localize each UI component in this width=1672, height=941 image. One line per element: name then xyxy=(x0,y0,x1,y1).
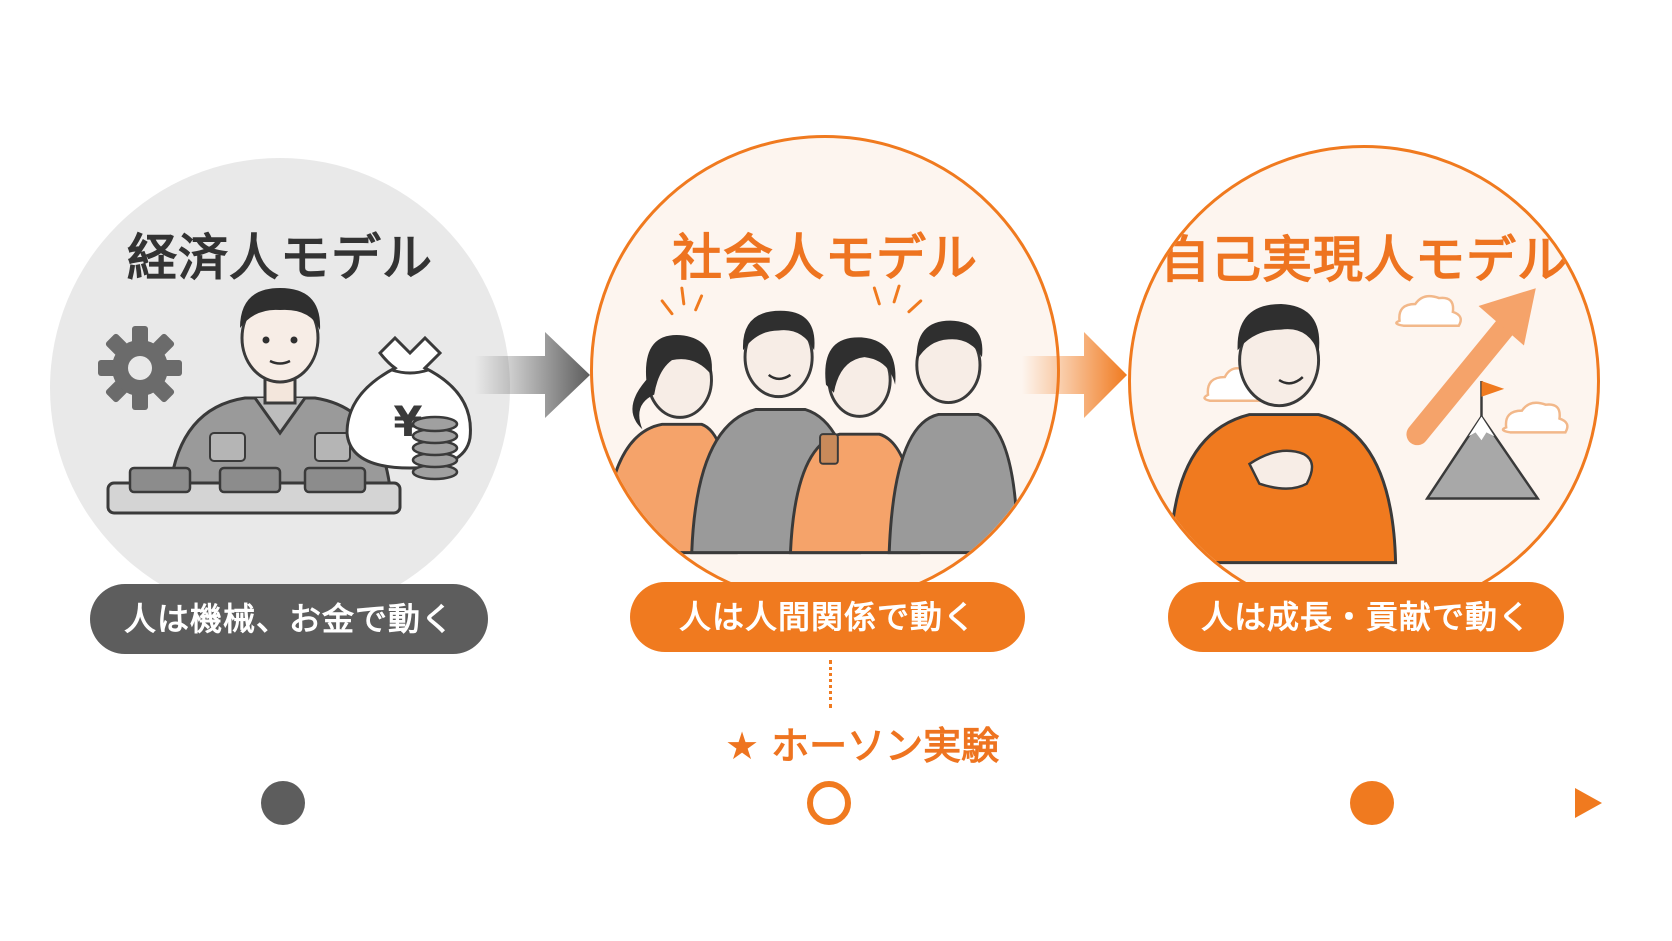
self-actualizing-illustration xyxy=(1169,288,1569,565)
model-title: 自己実現人モデル xyxy=(1160,231,1568,289)
self-actualizing-man-circle: 自己実現人モデル xyxy=(1128,145,1600,617)
mountain-flag-icon xyxy=(1424,381,1541,500)
economic-man-circle: ¥ 経済人モデル xyxy=(50,158,510,618)
social-man-circle: 社会人モデル xyxy=(590,135,1060,605)
coin-stack-icon xyxy=(411,415,459,481)
experiment-label: ★ホーソン実験 xyxy=(725,715,999,770)
experiment-name: ホーソン実験 xyxy=(771,724,1000,768)
star-icon: ★ xyxy=(725,724,760,768)
gear-icon xyxy=(98,326,182,410)
model-title: 社会人モデル xyxy=(672,229,978,287)
timeline xyxy=(84,781,1602,825)
growth-arrow-icon xyxy=(1406,288,1536,446)
model-caption-economic: 人は機械、お金で動く xyxy=(90,584,488,654)
timeline-node-self-actualizing xyxy=(1350,781,1394,825)
model-caption-social: 人は人間関係で動く xyxy=(630,582,1025,652)
experiment-connector xyxy=(829,660,832,708)
timeline-node-social xyxy=(807,781,851,825)
model-title: 経済人モデル xyxy=(127,229,433,287)
economic-man-illustration: ¥ xyxy=(98,288,472,515)
arrow-right-icon xyxy=(475,332,590,418)
arrow-right-icon xyxy=(1022,332,1127,418)
timeline-node-economic xyxy=(261,781,305,825)
model-caption-self-actualizing: 人は成長・貢献で動く xyxy=(1168,582,1564,652)
sparkle-icon xyxy=(660,284,923,316)
timeline-arrowhead xyxy=(1575,788,1602,818)
social-man-illustration xyxy=(601,284,1019,555)
